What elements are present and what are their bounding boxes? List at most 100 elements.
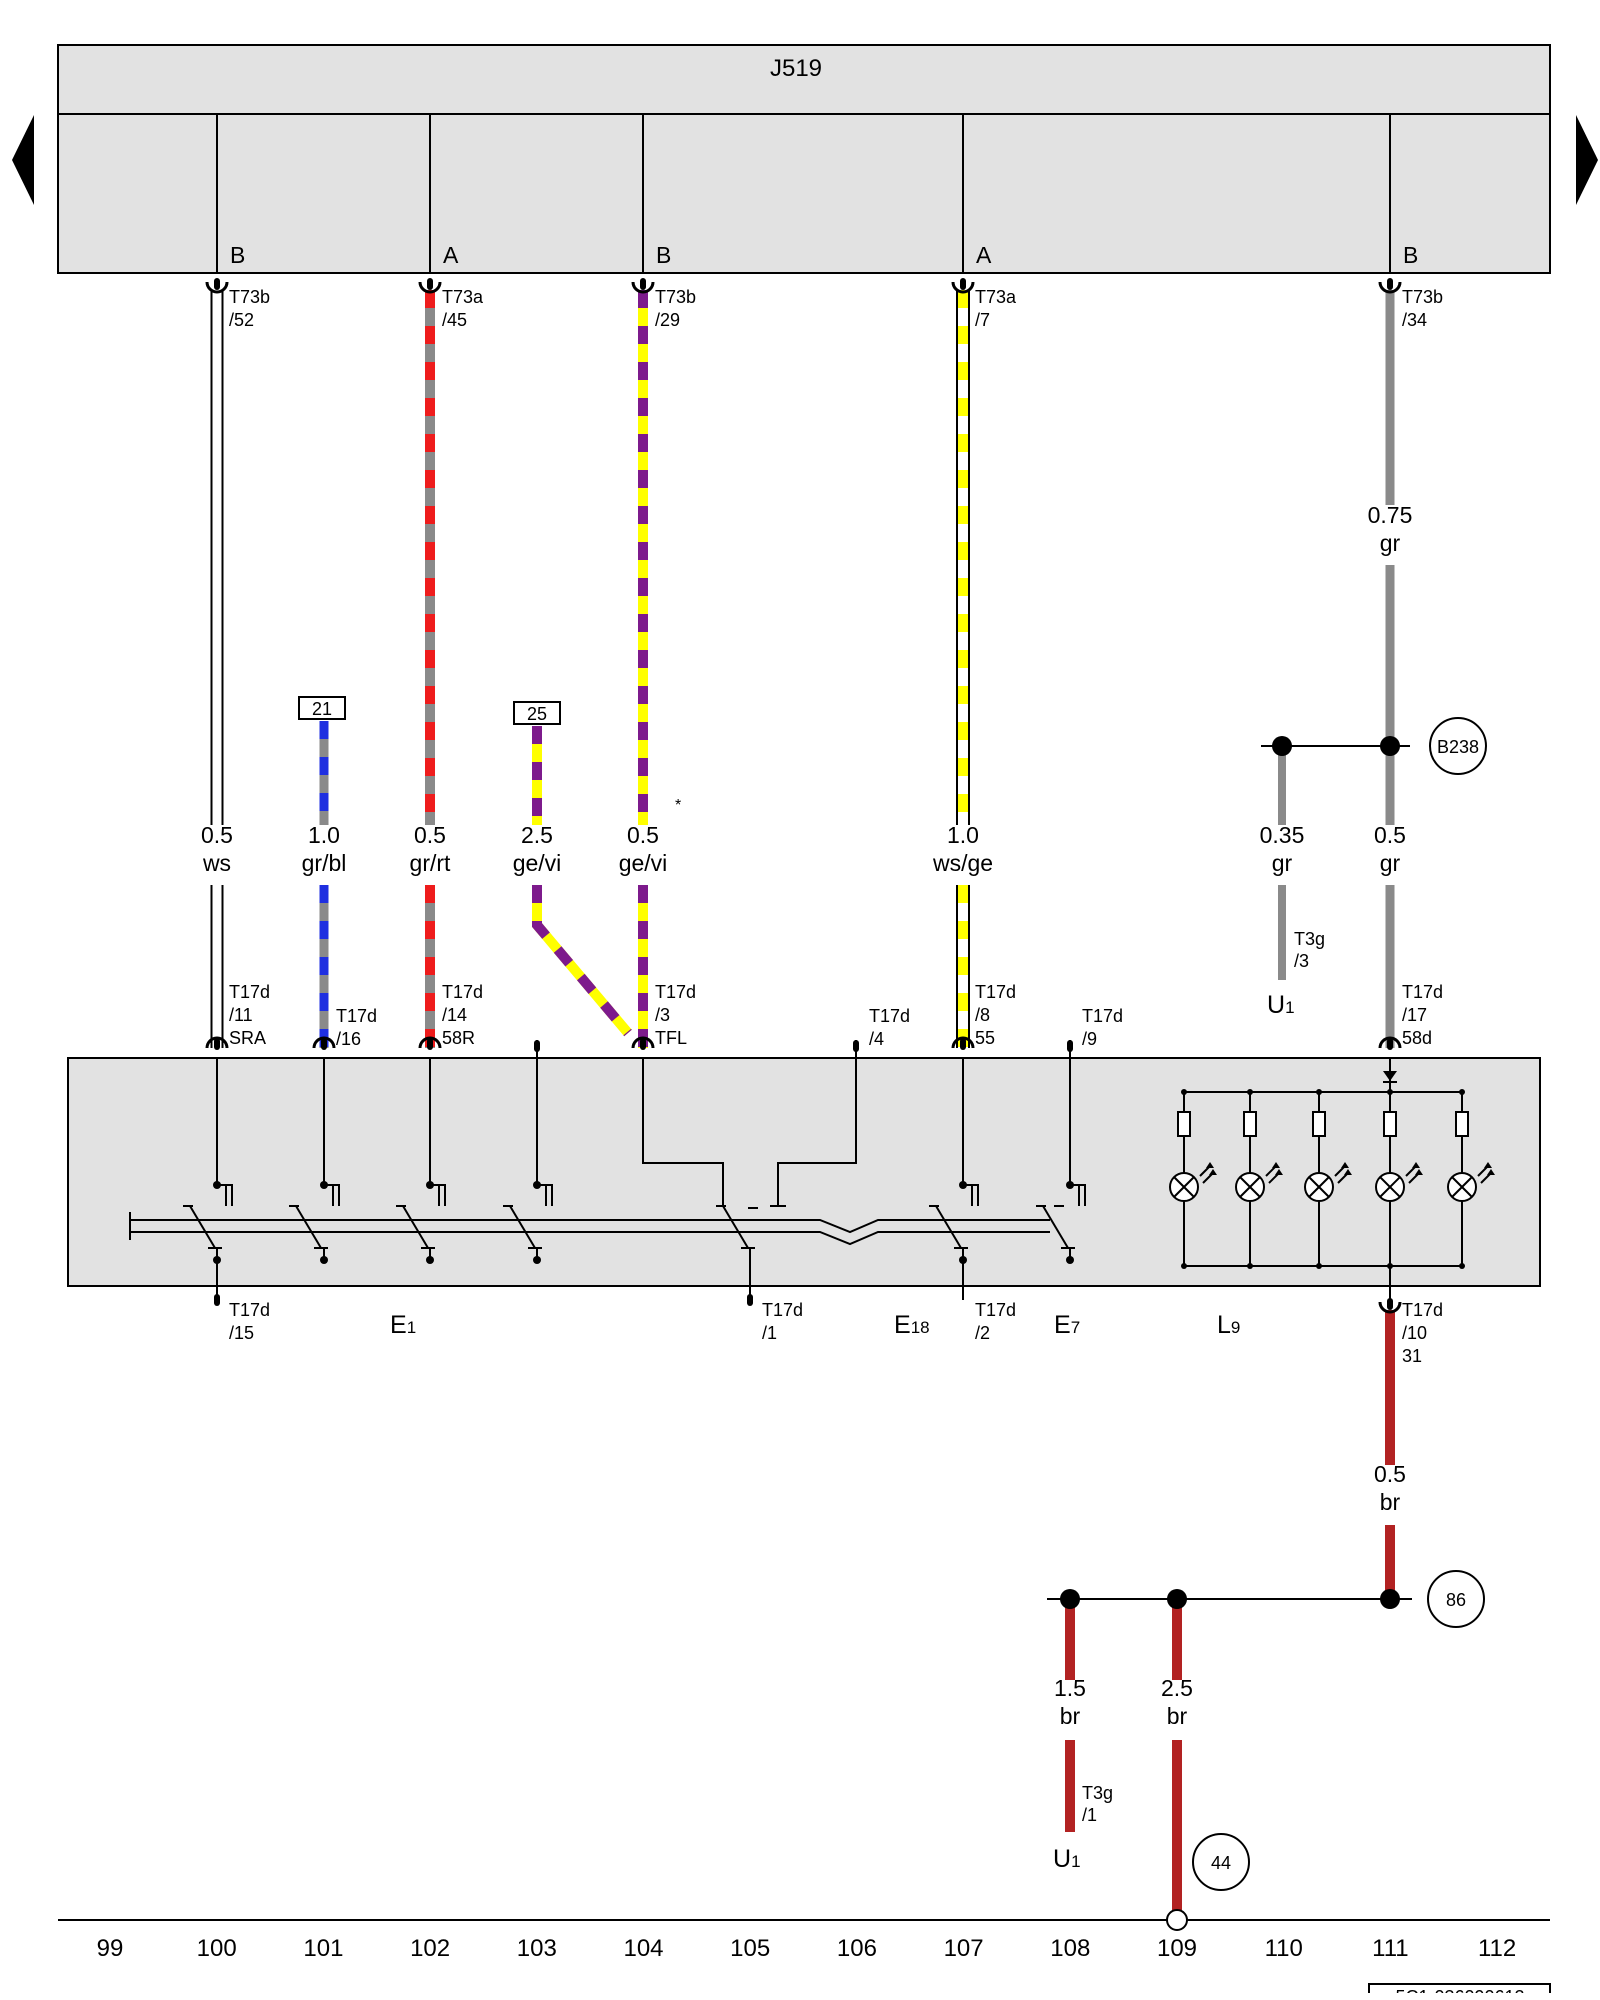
wire-color: ge/vi bbox=[513, 850, 562, 876]
connector-label: T73b bbox=[229, 287, 270, 307]
wire-color: br bbox=[1167, 1703, 1188, 1729]
svg-text:86: 86 bbox=[1446, 1590, 1466, 1610]
wire-color: br bbox=[1380, 1489, 1401, 1515]
connector-pin: /29 bbox=[655, 310, 680, 330]
connector-label: T3g bbox=[1294, 929, 1325, 949]
connector-term: 58R bbox=[442, 1028, 475, 1048]
wire-size: 1.0 bbox=[947, 822, 979, 848]
component-e18: E18 bbox=[894, 1311, 930, 1339]
connector-pin: /11 bbox=[229, 1005, 253, 1025]
connector-plug bbox=[951, 278, 975, 294]
switch-dots bbox=[213, 1181, 1074, 1264]
svg-text:21: 21 bbox=[312, 699, 332, 719]
current-track-number: 99 bbox=[97, 1935, 124, 1962]
svg-text:5C1-036090612: 5C1-036090612 bbox=[1395, 1987, 1524, 2000]
wire-size: 0.5 bbox=[414, 822, 446, 848]
pin-letter: A bbox=[976, 242, 992, 268]
module-connector-labels: T73b /52 T73a /45 T73b /29 T73a /7 T73b … bbox=[229, 287, 1443, 330]
connector-pin: /17 bbox=[1402, 1005, 1427, 1025]
lamp-bulb-icon bbox=[1235, 1089, 1283, 1269]
lamp-bulb-icon bbox=[1447, 1089, 1495, 1269]
wire-color: gr/bl bbox=[302, 850, 347, 876]
current-track-number: 104 bbox=[623, 1935, 663, 1962]
wire-size: 0.75 bbox=[1368, 502, 1413, 528]
connector-label: T17d bbox=[762, 1300, 803, 1320]
svg-text:B238: B238 bbox=[1437, 737, 1479, 757]
switch-connector-labels-top: T17d /11 SRA T17d /16 T17d /14 58R T17d … bbox=[229, 982, 1443, 1049]
current-track-number: 101 bbox=[303, 1935, 343, 1962]
connector-term: 58d bbox=[1402, 1028, 1432, 1048]
wire-color: ws bbox=[202, 850, 231, 876]
connector-pin: /7 bbox=[975, 310, 990, 330]
connector-pin: /1 bbox=[762, 1323, 777, 1343]
light-switch-housing bbox=[67, 1057, 1541, 1287]
connector-label: T17d bbox=[229, 1300, 270, 1320]
wire-color: ws/ge bbox=[932, 850, 993, 876]
prev-page-arrow-icon[interactable] bbox=[12, 115, 34, 205]
wire-color: br bbox=[1060, 1703, 1081, 1729]
connector-pin: /52 bbox=[229, 310, 254, 330]
ref-circle-b238[interactable]: B238 bbox=[1429, 717, 1487, 775]
ref-circle-44[interactable]: 44 bbox=[1192, 1833, 1250, 1891]
connector-pin: /16 bbox=[336, 1029, 361, 1049]
wire-size: 1.5 bbox=[1054, 1675, 1086, 1701]
module-label: J519 bbox=[770, 55, 822, 82]
connector-term: SRA bbox=[229, 1028, 266, 1048]
ref-circle-86[interactable]: 86 bbox=[1427, 1570, 1485, 1628]
connector-label: T17d bbox=[1402, 1300, 1443, 1320]
connector-label: T17d bbox=[1402, 982, 1443, 1002]
wire-color: gr/rt bbox=[410, 850, 452, 876]
connector-term: 55 bbox=[975, 1028, 995, 1048]
wire-size: 2.5 bbox=[521, 822, 553, 848]
connector-pin: /4 bbox=[869, 1029, 884, 1049]
wire-size: 0.5 bbox=[1374, 822, 1406, 848]
connector-label: T73b bbox=[655, 287, 696, 307]
wire-color: gr bbox=[1272, 850, 1293, 876]
wire-size: 0.5 bbox=[627, 822, 659, 848]
current-track-number: 110 bbox=[1265, 1935, 1303, 1962]
connector-plug bbox=[1378, 1298, 1402, 1314]
connector-label: T3g bbox=[1082, 1783, 1113, 1803]
pin-letter: B bbox=[656, 242, 671, 268]
wire-size: 0.5 bbox=[201, 822, 233, 848]
connector-plug bbox=[951, 1036, 975, 1050]
connector-pin: /3 bbox=[655, 1005, 670, 1025]
current-track-number: 100 bbox=[197, 1935, 237, 1962]
current-track-number: 111 bbox=[1372, 1935, 1408, 1962]
connector-label: T17d bbox=[1082, 1006, 1123, 1026]
connector-label: T17d bbox=[869, 1006, 910, 1026]
current-track-number: 103 bbox=[517, 1935, 557, 1962]
connector-pin: /8 bbox=[975, 1005, 990, 1025]
next-page-arrow-icon[interactable] bbox=[1576, 115, 1598, 205]
junctions bbox=[1047, 736, 1412, 1609]
switch-connector-labels-bottom: T17d /15 T17d /1 T17d /2 T17d /10 31 bbox=[229, 1300, 1443, 1366]
wire-size: 0.35 bbox=[1260, 822, 1305, 848]
connector-plug bbox=[418, 1036, 442, 1050]
component-u1-bottom: U1 bbox=[1053, 1845, 1081, 1873]
wire-color: ge/vi bbox=[619, 850, 668, 876]
connector-plug bbox=[205, 1036, 229, 1050]
connector-pin: /14 bbox=[442, 1005, 467, 1025]
component-e7: E7 bbox=[1054, 1311, 1080, 1339]
connector-label: T17d bbox=[975, 982, 1016, 1002]
connector-pin: /2 bbox=[975, 1323, 990, 1343]
module-pins: B A B A B bbox=[216, 114, 1418, 273]
current-track-number: 102 bbox=[410, 1935, 450, 1962]
footnote-star: * bbox=[675, 797, 681, 814]
ref-box-25[interactable]: 25 bbox=[513, 701, 561, 725]
connector-pin: /1 bbox=[1082, 1805, 1097, 1825]
connector-plug bbox=[1378, 278, 1402, 294]
ref-box-21[interactable]: 21 bbox=[298, 696, 346, 720]
wire-color: gr bbox=[1380, 850, 1401, 876]
pin-letter: A bbox=[443, 242, 459, 268]
component-u1-top: U1 bbox=[1267, 991, 1295, 1019]
component-labels: E1 E18 E7 L9 U1 U1 bbox=[390, 991, 1295, 1873]
current-track-number: 106 bbox=[837, 1935, 877, 1962]
connector-pin: /45 bbox=[442, 310, 467, 330]
wire-size: 1.0 bbox=[308, 822, 340, 848]
svg-text:25: 25 bbox=[527, 704, 547, 724]
lamp-bulb-icon bbox=[1304, 1089, 1352, 1269]
connector-label: T17d bbox=[975, 1300, 1016, 1320]
pin-letter: B bbox=[1403, 242, 1418, 268]
